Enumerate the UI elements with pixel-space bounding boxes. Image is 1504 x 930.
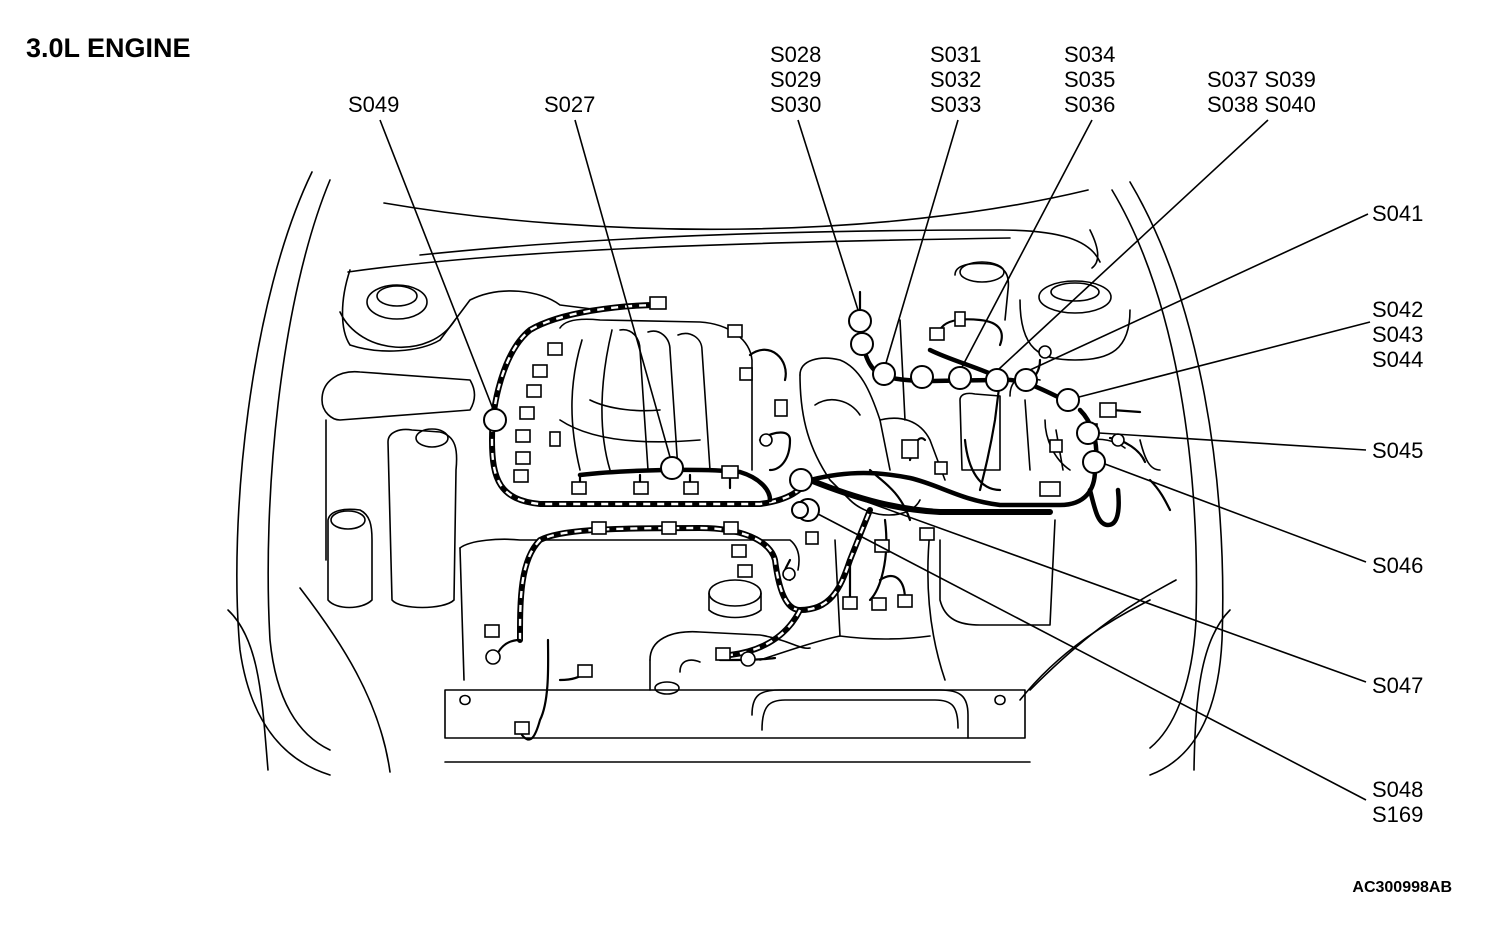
label-s048: S048 xyxy=(1372,777,1423,802)
label-s031: S031 xyxy=(930,42,981,67)
splice-s028-030 xyxy=(848,309,872,333)
splice-s048-169-b xyxy=(791,501,809,519)
label-s044: S044 xyxy=(1372,347,1423,372)
label-s043: S043 xyxy=(1372,322,1423,347)
splice-s028-030-b xyxy=(850,332,874,356)
connectors xyxy=(484,296,1125,735)
splice-s041 xyxy=(1014,368,1038,392)
splice-s031-033 xyxy=(872,362,896,386)
label-s046: S046 xyxy=(1372,553,1423,578)
label-s033: S033 xyxy=(930,92,981,117)
label-s041: S041 xyxy=(1372,201,1423,226)
label-s042: S042 xyxy=(1372,297,1423,322)
splice-s037-040 xyxy=(985,368,1009,392)
label-s028: S028 xyxy=(770,42,821,67)
label-s030: S030 xyxy=(770,92,821,117)
label-s049: S049 xyxy=(348,92,399,117)
label-s047: S047 xyxy=(1372,673,1423,698)
splice-s042-044 xyxy=(1056,388,1080,412)
splice-s049 xyxy=(483,408,507,432)
label-s169: S169 xyxy=(1372,802,1423,827)
label-s037-s039: S037 S039 xyxy=(1207,67,1316,92)
label-s035: S035 xyxy=(1064,67,1115,92)
label-s036: S036 xyxy=(1064,92,1115,117)
label-s027: S027 xyxy=(544,92,595,117)
splice-s027 xyxy=(660,456,684,480)
leader-lines xyxy=(379,119,1371,801)
splice-s046 xyxy=(1082,450,1106,474)
splice-s031-033-b xyxy=(910,365,934,389)
label-s038-s040: S038 S040 xyxy=(1207,92,1316,117)
diagram-title: 3.0L ENGINE xyxy=(26,33,191,63)
label-s029: S029 xyxy=(770,67,821,92)
splice-s047 xyxy=(789,468,813,492)
figure-code: AC300998AB xyxy=(1352,879,1452,896)
engine-compartment-outline xyxy=(227,171,1231,776)
splice-locators xyxy=(483,309,1106,522)
label-s034: S034 xyxy=(1064,42,1115,67)
splice-s034-036 xyxy=(948,366,972,390)
label-s032: S032 xyxy=(930,67,981,92)
splice-s045 xyxy=(1076,421,1100,445)
splice-labels: S049 S027 S028 S029 S030 S031 S032 S033 … xyxy=(348,42,1423,827)
label-s045: S045 xyxy=(1372,438,1423,463)
